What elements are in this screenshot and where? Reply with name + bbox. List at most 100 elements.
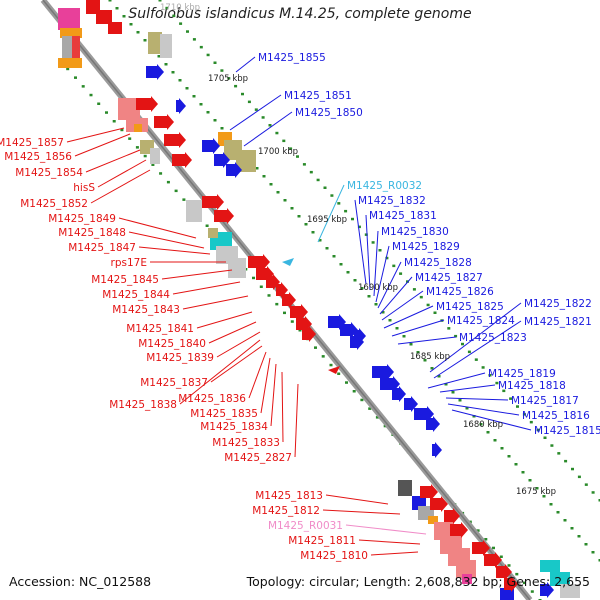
tick-dot xyxy=(502,389,506,393)
tick-dot xyxy=(330,194,334,197)
gene-label-left: M1425_1849 xyxy=(48,213,116,225)
tick-dot xyxy=(598,559,600,562)
tick-dot xyxy=(120,128,124,132)
gene-label-left: M1425_1856 xyxy=(4,151,72,163)
tick-dot xyxy=(178,79,182,82)
leader-line xyxy=(118,217,197,239)
scale-tick-label: 1685 kbp xyxy=(410,352,450,362)
gene-block xyxy=(500,588,514,600)
gene-label-right: M1425_1825 xyxy=(436,301,504,313)
tick-dot xyxy=(351,217,354,221)
gene-block xyxy=(228,258,246,278)
tick-dot xyxy=(199,45,203,49)
tick-dot xyxy=(509,397,513,400)
tick-dot xyxy=(213,61,217,64)
tick-dot xyxy=(247,100,251,104)
scale-tick-label: 1700 kbp xyxy=(258,147,298,157)
tick-dot xyxy=(488,374,492,377)
gene-arrow xyxy=(430,496,448,512)
gene-features xyxy=(58,0,580,600)
tick-dot xyxy=(143,154,147,158)
tick-dot xyxy=(339,263,343,266)
gene-label-right: M1425_1824 xyxy=(447,315,515,327)
tick-dot xyxy=(352,390,356,393)
gene-block xyxy=(456,560,476,578)
tick-dot xyxy=(557,452,561,455)
tick-dot xyxy=(399,272,403,275)
tick-dot xyxy=(500,447,504,450)
tick-dot xyxy=(309,170,313,174)
scale-tick-label: 1680 kbp xyxy=(463,420,503,430)
leader-line xyxy=(74,133,131,157)
gene-label-left: M1425_1857 xyxy=(0,137,64,149)
gene-arrow xyxy=(540,582,554,598)
tick-dot xyxy=(323,186,327,189)
tick-dot xyxy=(598,499,600,502)
gene-block xyxy=(108,22,122,34)
gene-label-left: M1425_1848 xyxy=(58,227,126,239)
gene-arrow xyxy=(202,138,220,154)
tick-dot xyxy=(179,22,183,25)
gene-label-right: M1425_1817 xyxy=(511,395,579,407)
scale-tick-label: 1710 kbp xyxy=(160,3,200,13)
tick-dot xyxy=(476,529,480,532)
gene-block xyxy=(58,8,72,30)
gene-label-right: M1425_1826 xyxy=(426,286,494,298)
gene-label-right: M1425_1830 xyxy=(381,226,449,238)
gene-block xyxy=(560,584,580,598)
gene-label-left: M1425_R0031 xyxy=(268,520,343,532)
gene-arrow xyxy=(302,326,316,342)
tick-dot xyxy=(252,276,255,280)
tick-dot xyxy=(465,407,469,410)
gene-label-left: M1425_1813 xyxy=(255,490,323,502)
tick-dot xyxy=(454,334,458,338)
tick-dot xyxy=(318,239,322,242)
accession-text: Accession: NC_012588 xyxy=(9,574,152,589)
tick-dot xyxy=(220,69,224,72)
gene-arrow xyxy=(426,416,440,432)
tick-dot xyxy=(549,503,553,506)
gene-label-right: M1425_1818 xyxy=(498,380,566,392)
tick-dot xyxy=(115,7,119,10)
leader-line xyxy=(97,159,147,188)
tick-dot xyxy=(484,538,488,541)
gene-arrow xyxy=(328,366,340,374)
tick-dot xyxy=(563,519,567,522)
leader-line xyxy=(161,269,233,280)
tick-dot xyxy=(516,405,519,408)
leader-line xyxy=(429,302,522,373)
tick-dot xyxy=(135,146,139,149)
gene-block xyxy=(72,36,80,60)
leader-line xyxy=(379,276,413,315)
tick-dot xyxy=(346,271,350,274)
gene-label-right: M1425_1831 xyxy=(369,210,437,222)
gene-arrow xyxy=(214,208,234,224)
gene-block xyxy=(148,32,162,54)
tick-dot xyxy=(304,223,308,226)
tick-dot xyxy=(368,407,372,410)
tick-dot xyxy=(128,137,132,140)
tick-dot xyxy=(433,311,437,314)
gene-labels: M1425_1855M1425_1851M1425_1850M1425_R003… xyxy=(0,52,600,562)
gene-label-left: M1425_1836 xyxy=(178,393,246,405)
tick-dot xyxy=(332,255,336,258)
tick-dot xyxy=(515,572,519,576)
leader-line xyxy=(248,351,267,399)
leader-line xyxy=(66,127,125,143)
tick-dot xyxy=(367,295,371,298)
tick-dot xyxy=(259,285,263,288)
tick-dot xyxy=(550,444,554,447)
leader-line xyxy=(281,371,284,443)
tick-dot xyxy=(172,14,176,18)
tick-dot xyxy=(529,420,533,424)
gene-label-left: M1425_1852 xyxy=(20,198,88,210)
gene-arrow xyxy=(432,442,442,458)
tick-dot xyxy=(220,127,224,130)
tick-dot xyxy=(241,92,244,96)
label-leaders xyxy=(66,56,532,556)
tick-dot xyxy=(276,191,280,194)
tick-dot xyxy=(206,53,210,57)
tick-dot xyxy=(507,564,511,567)
